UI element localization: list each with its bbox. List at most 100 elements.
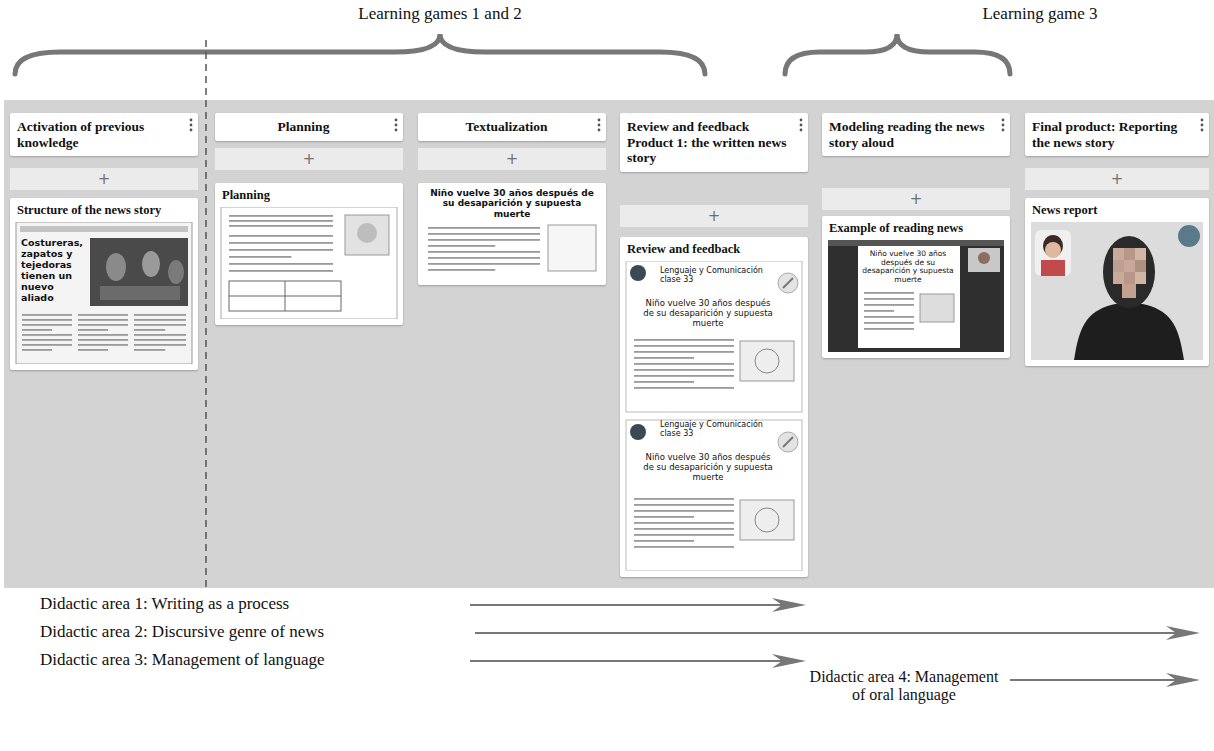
- text-line: [428, 269, 495, 271]
- menu-dot: [395, 124, 398, 127]
- blurred-face: [1124, 260, 1135, 272]
- menu-dot: [598, 129, 601, 132]
- text-line: [22, 339, 72, 341]
- text-line: [864, 298, 914, 300]
- task-card: Niño vuelve 30 años después de su desapa…: [418, 183, 606, 285]
- menu-dot: [395, 129, 398, 132]
- illustration-part: [106, 253, 126, 281]
- blurred-face: [1113, 248, 1124, 260]
- blurred-face: [1113, 272, 1124, 284]
- text-line: [634, 369, 734, 371]
- menu-dots: [1001, 118, 1005, 132]
- task-card: Example of reading newsNiño vuelve 30 añ…: [822, 216, 1010, 358]
- text-line: [428, 251, 540, 253]
- task-card: Structure of the news storyCostureras, z…: [10, 198, 198, 370]
- illustration-part: [357, 223, 377, 243]
- pencil: [783, 437, 793, 447]
- illustration-part: [1122, 284, 1136, 298]
- arrow-line: [1010, 679, 1185, 681]
- card-title: Niño vuelve 30 años después de su desapa…: [425, 188, 599, 219]
- plus-sign: +: [418, 148, 606, 170]
- text-line: [634, 534, 734, 536]
- illustration-part: [100, 286, 180, 300]
- menu-dots: [1200, 118, 1204, 132]
- avatar: [630, 265, 646, 281]
- card-title: Structure of the news story: [17, 203, 191, 218]
- headline-text: Costureras, zapatos y tejedoras tienen u…: [21, 238, 83, 304]
- text-line: [78, 344, 128, 346]
- menu-dot: [1002, 124, 1005, 127]
- text-line: [634, 528, 734, 530]
- person-body: [1074, 303, 1184, 360]
- text-line: [634, 516, 694, 518]
- text-line: [229, 242, 333, 244]
- text-line: [229, 215, 333, 217]
- text-line: [134, 329, 165, 331]
- header-text: Final product: Reporting the news story: [1032, 119, 1191, 150]
- text-line: [634, 357, 694, 359]
- column-header: Final product: Reporting the news story: [1025, 113, 1209, 156]
- text-line: [634, 363, 734, 365]
- arrow-line: [470, 604, 790, 606]
- pencil: [783, 278, 793, 288]
- plus-sign: +: [1025, 168, 1209, 190]
- menu-dot: [800, 124, 803, 127]
- text-line: [634, 546, 734, 548]
- text-line: [634, 522, 734, 524]
- image-box: [740, 341, 794, 381]
- text-line: [22, 319, 72, 321]
- menu-dot: [598, 124, 601, 127]
- text-line: [864, 316, 914, 318]
- header-text: Modeling reading the news story aloud: [829, 119, 992, 150]
- column-header: Planning: [215, 113, 403, 141]
- text-line: [634, 345, 734, 347]
- text-line: [229, 235, 333, 237]
- menu-dot: [190, 129, 193, 132]
- text-line: [864, 310, 894, 312]
- menu-dot: [800, 129, 803, 132]
- text-line: [78, 334, 128, 336]
- group-label: Learning game 3: [920, 4, 1160, 24]
- add-card-bar: +: [418, 148, 606, 170]
- plus-sign: +: [620, 205, 808, 227]
- text-line: [22, 314, 72, 316]
- plus-sign: +: [822, 188, 1010, 210]
- text-line: [22, 329, 52, 331]
- text-line: [864, 322, 914, 324]
- illustration-part: [1031, 222, 1203, 360]
- text-line: [134, 349, 165, 351]
- menu-dots: [189, 118, 193, 132]
- text-line: [22, 344, 72, 346]
- text-line: [78, 314, 128, 316]
- image-box: [740, 500, 794, 540]
- arrow-head: [1166, 673, 1200, 687]
- text-line: [134, 334, 186, 336]
- screen-frame: [828, 240, 1004, 352]
- illustration-part: [168, 260, 184, 284]
- blurred-face: [1135, 260, 1146, 272]
- illustration-part: [221, 207, 397, 319]
- text-line: [428, 245, 495, 247]
- illustration-part: [920, 294, 954, 322]
- menu-dot: [190, 124, 193, 127]
- inset-video: [1035, 230, 1071, 276]
- illustration-part: [548, 225, 596, 271]
- text-line: [634, 498, 734, 500]
- headline-text: Niño vuelve 30 años después de su desapa…: [862, 250, 954, 285]
- illustration-part: [1041, 260, 1065, 276]
- text-line: [22, 334, 72, 336]
- text-line: [22, 324, 72, 326]
- text-line: [134, 344, 186, 346]
- illustration-part: [345, 215, 389, 255]
- menu-dot: [1201, 124, 1204, 127]
- menu-dot: [1201, 119, 1204, 122]
- curly-brace: [785, 34, 1010, 74]
- board-panel: [4, 100, 1214, 588]
- menu-dot: [800, 119, 803, 122]
- illustration-part: [221, 207, 397, 319]
- text-line: [78, 324, 128, 326]
- dashed-divider: [205, 40, 207, 590]
- blurred-face: [1124, 272, 1135, 284]
- text-line: [134, 339, 186, 341]
- add-card-bar: +: [822, 188, 1010, 210]
